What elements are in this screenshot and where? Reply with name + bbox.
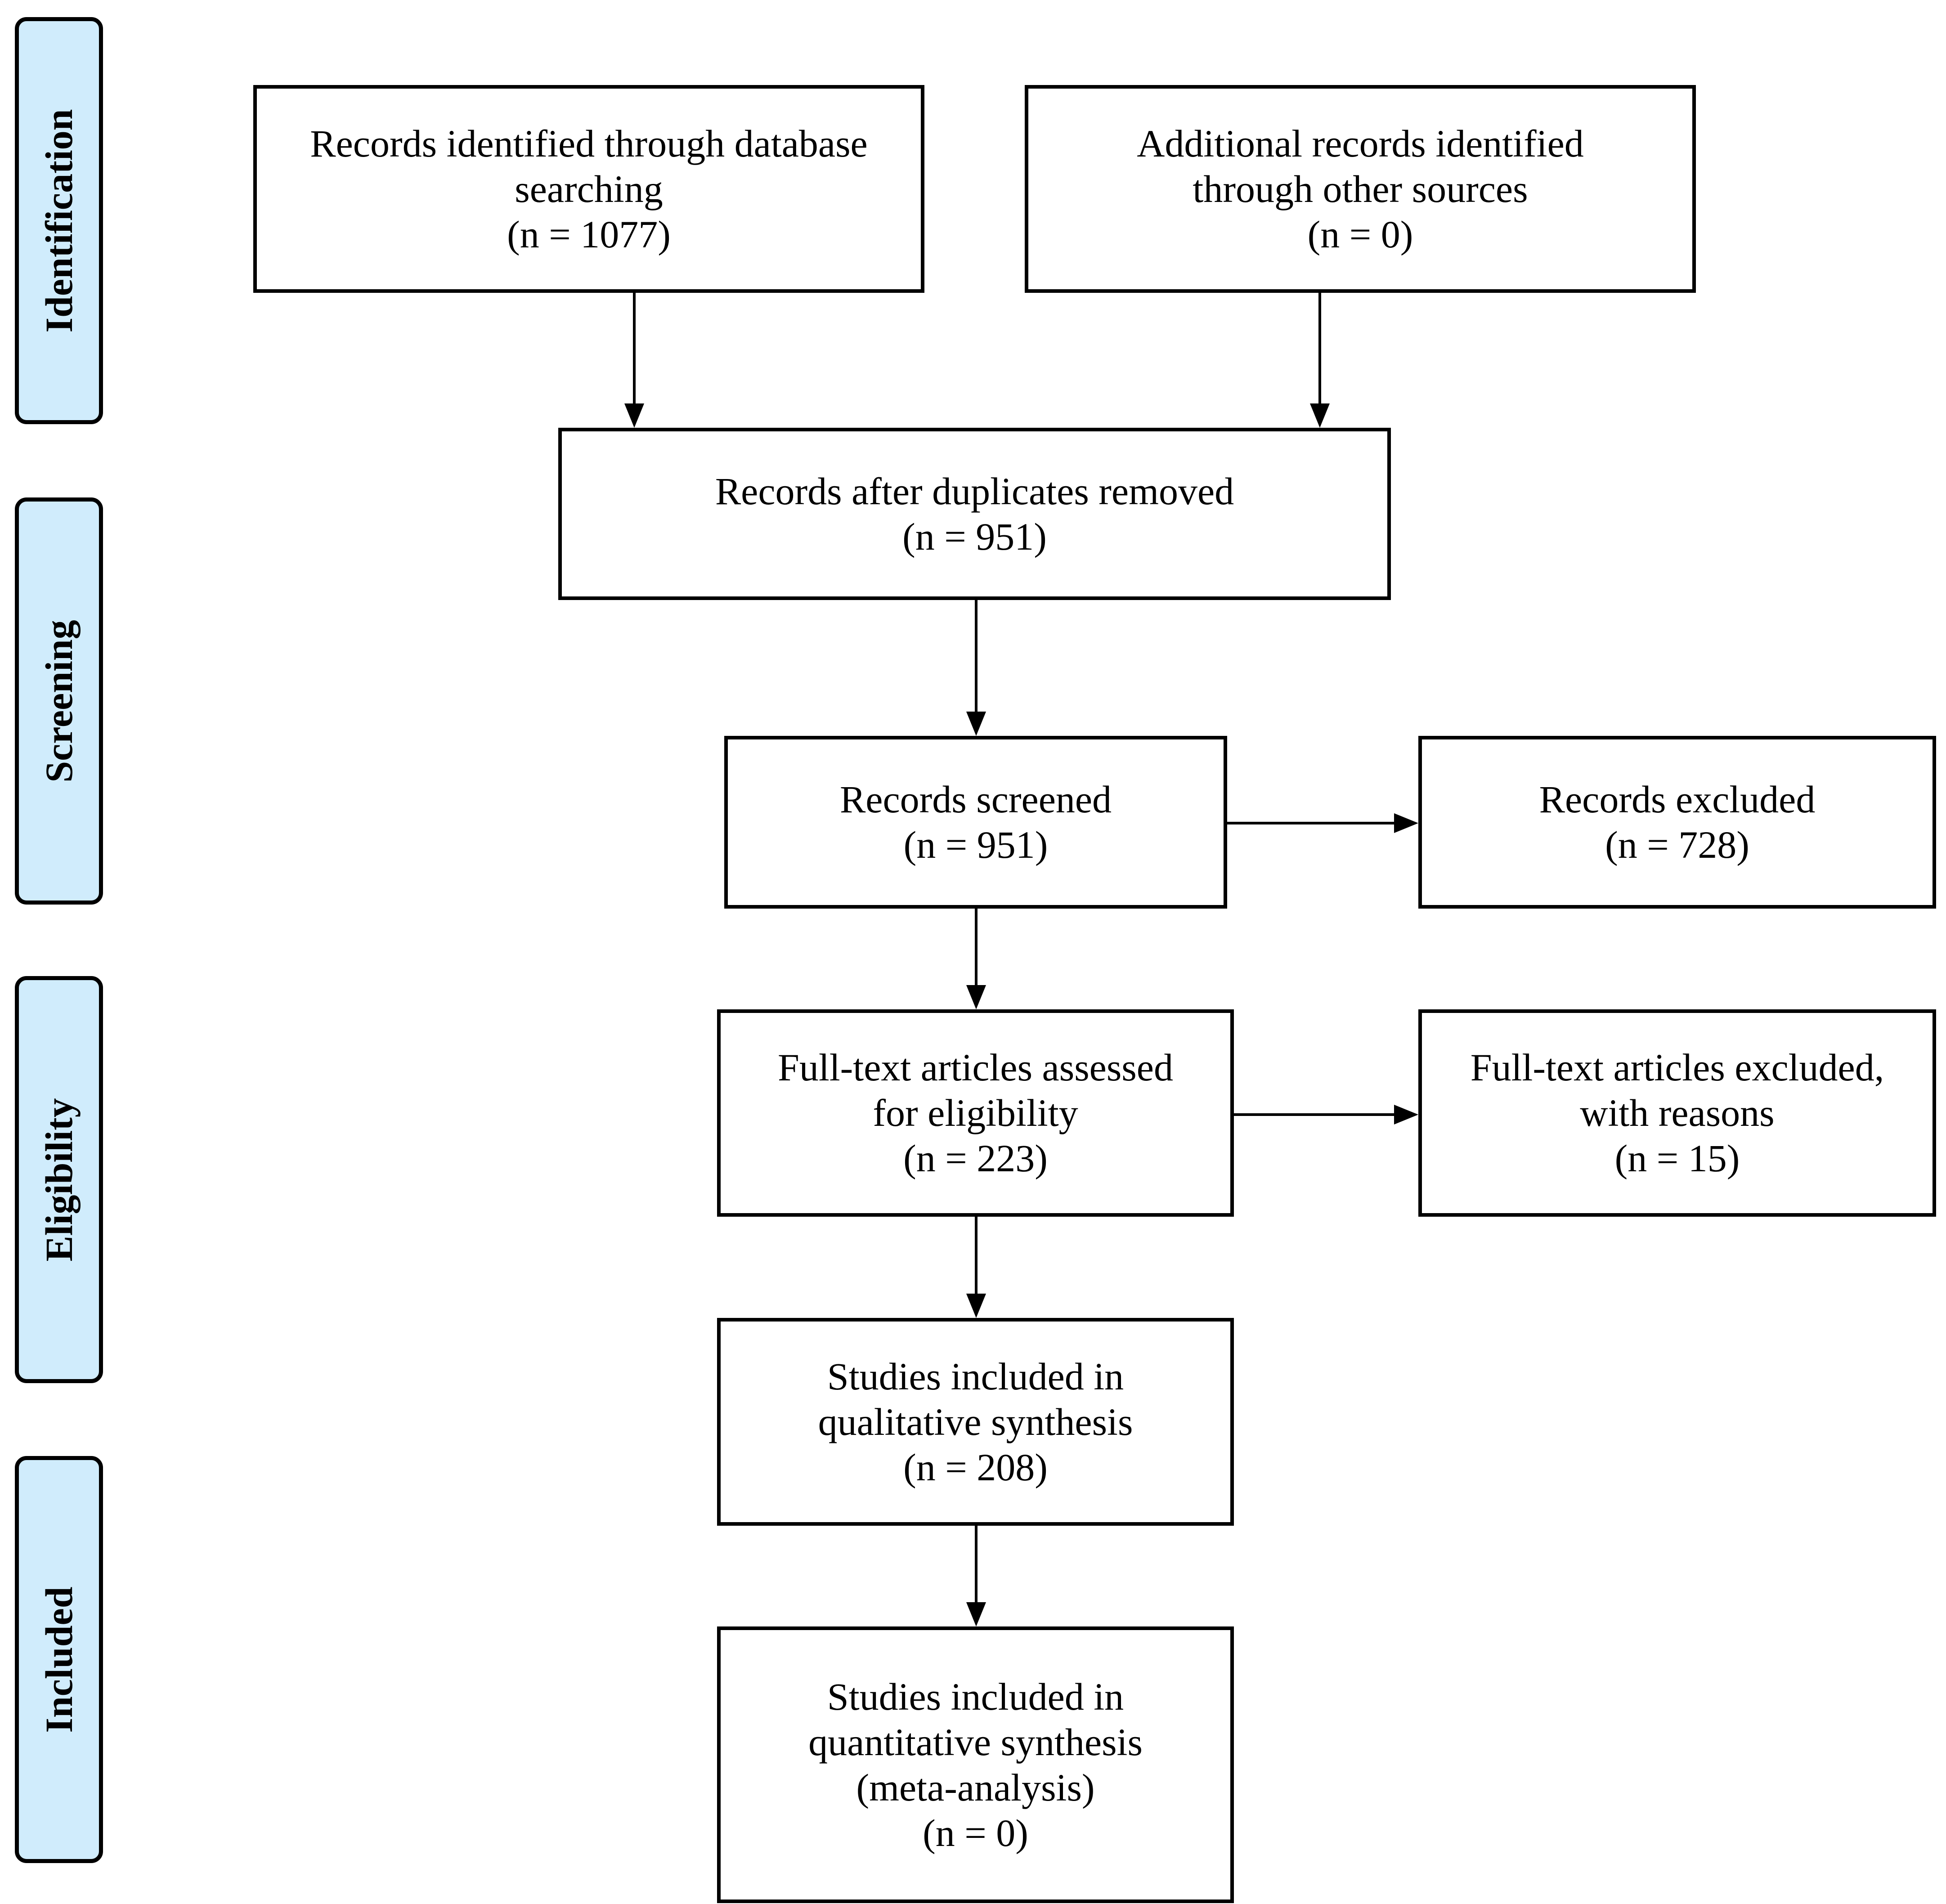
quantitative-line1: Studies included in xyxy=(827,1675,1124,1718)
fulltext-excluded-line1: Full-text articles excluded, xyxy=(1470,1046,1884,1089)
fulltext-assessed-line2: for eligibility xyxy=(873,1091,1078,1134)
box-duplicates-removed: Records after duplicates removed (n = 95… xyxy=(558,428,1391,600)
box-records-excluded: Records excluded (n = 728) xyxy=(1418,736,1936,909)
other-sources-line2: through other sources xyxy=(1193,167,1528,211)
arrowhead-other-to-duplicates xyxy=(1310,403,1330,428)
records-excluded-line1: Records excluded xyxy=(1539,778,1816,821)
arrowhead-assessed-to-qualitative xyxy=(966,1294,986,1318)
box-quantitative-synthesis: Studies included in quantitative synthes… xyxy=(717,1626,1234,1903)
arrowhead-screened-to-assessed xyxy=(966,985,986,1009)
phase-identification: Identification xyxy=(15,17,103,424)
database-search-line1: Records identified through database xyxy=(310,121,868,165)
phase-included: Included xyxy=(15,1456,103,1863)
phase-screening: Screening xyxy=(15,497,103,905)
phase-eligibility: Eligibility xyxy=(15,976,103,1383)
other-sources-count: (n = 0) xyxy=(1307,212,1413,256)
quantitative-line3: (meta-analysis) xyxy=(856,1765,1095,1809)
fulltext-excluded-count: (n = 15) xyxy=(1614,1137,1740,1180)
other-sources-line1: Additional records identified xyxy=(1137,121,1584,165)
fulltext-excluded-line2: with reasons xyxy=(1580,1091,1775,1134)
box-qualitative-synthesis: Studies included in qualitative synthesi… xyxy=(717,1318,1234,1526)
fulltext-assessed-line1: Full-text articles assessed xyxy=(778,1046,1173,1089)
records-screened-line1: Records screened xyxy=(839,778,1112,821)
box-fulltext-assessed: Full-text articles assessed for eligibil… xyxy=(717,1009,1234,1217)
box-records-screened: Records screened (n = 951) xyxy=(724,736,1227,909)
quantitative-count: (n = 0) xyxy=(923,1811,1028,1855)
qualitative-count: (n = 208) xyxy=(903,1445,1048,1489)
arrowhead-qualitative-to-quantitative xyxy=(966,1602,986,1626)
box-fulltext-excluded: Full-text articles excluded, with reason… xyxy=(1418,1009,1936,1217)
fulltext-assessed-count: (n = 223) xyxy=(903,1137,1048,1180)
qualitative-line2: qualitative synthesis xyxy=(818,1400,1133,1443)
box-database-search: Records identified through database sear… xyxy=(253,85,924,293)
arrowhead-database-to-duplicates xyxy=(624,403,644,428)
records-screened-count: (n = 951) xyxy=(903,823,1048,866)
arrowhead-assessed-to-fulltext-excluded xyxy=(1394,1105,1418,1124)
database-search-count: (n = 1077) xyxy=(507,212,671,256)
database-search-line2: searching xyxy=(515,167,663,211)
box-other-sources: Additional records identified through ot… xyxy=(1025,85,1696,293)
duplicates-removed-count: (n = 951) xyxy=(902,515,1047,558)
arrowhead-duplicates-to-screened xyxy=(966,712,986,736)
arrowhead-screened-to-excluded xyxy=(1394,813,1418,833)
qualitative-line1: Studies included in xyxy=(827,1354,1124,1398)
records-excluded-count: (n = 728) xyxy=(1605,823,1749,866)
quantitative-line2: quantitative synthesis xyxy=(808,1720,1143,1764)
duplicates-removed-line1: Records after duplicates removed xyxy=(715,469,1234,513)
